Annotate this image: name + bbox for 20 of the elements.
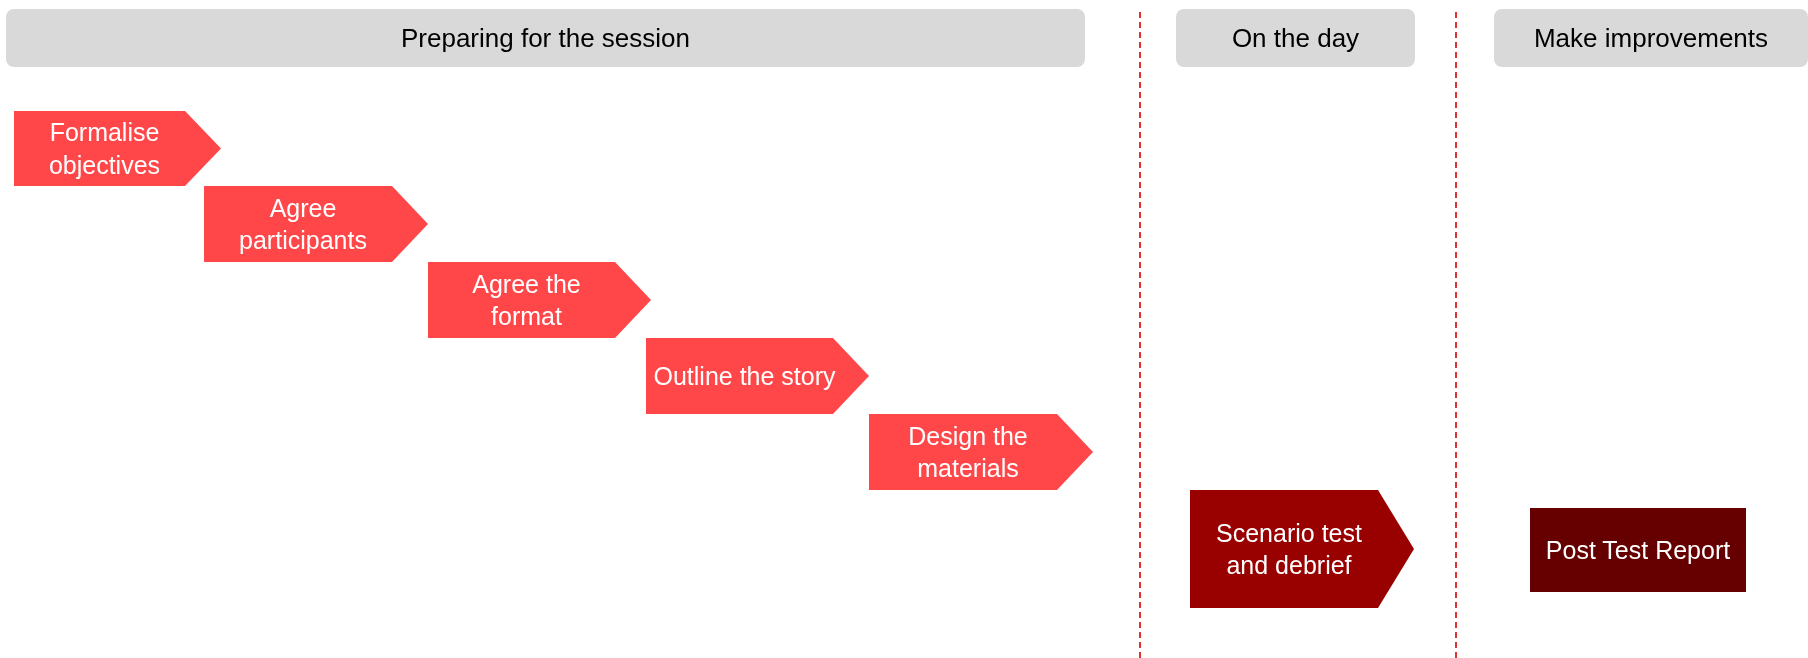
chevron-step <box>428 262 651 338</box>
phase-title: On the day <box>1231 22 1360 54</box>
phase-header-bar <box>1176 9 1415 67</box>
phase-header-bar <box>6 9 1085 67</box>
phase-title: Make improvements <box>1533 22 1769 54</box>
chevron-step <box>869 414 1093 490</box>
step-label: Post Test Report <box>1545 534 1731 566</box>
chevron-step <box>204 186 428 262</box>
chevron-step <box>646 338 869 414</box>
chevron-step <box>14 111 221 186</box>
chevron-step <box>1190 490 1414 608</box>
step-label: Formalise objectives <box>47 117 162 181</box>
step-label: Scenario test and debrief <box>1215 517 1363 581</box>
process-box <box>1530 508 1746 592</box>
phase-header-bar <box>1494 9 1808 67</box>
step-label: Agree the format <box>471 268 582 332</box>
phase-title: Preparing for the session <box>400 22 690 54</box>
step-label: Agree participants <box>238 192 368 256</box>
step-label: Design the materials <box>907 420 1029 484</box>
step-label: Outline the story <box>653 360 836 392</box>
